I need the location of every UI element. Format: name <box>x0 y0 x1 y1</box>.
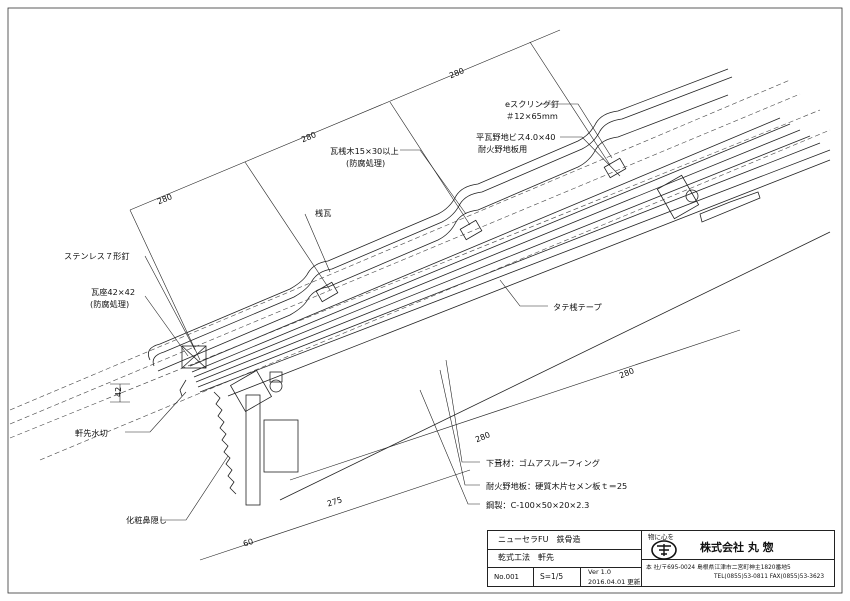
leader-flat-screw <box>560 136 621 177</box>
label-steel: 鋼製：C-100×50×20×2.3 <box>486 500 590 510</box>
c-steel-upper <box>656 174 700 220</box>
roof-assembly <box>9 29 831 561</box>
leader-underlayment <box>445 359 480 463</box>
label-e-nail-size: ＃12×65mm <box>506 111 558 121</box>
label-tile-seat-treatment: (防腐処理) <box>90 299 130 309</box>
label-batten-treatment: (防腐処理) <box>346 158 386 168</box>
leader-steel <box>419 389 480 505</box>
leader-fascia <box>160 455 229 521</box>
tile-profile-3 <box>157 94 729 372</box>
bolt-2 <box>685 189 699 203</box>
label-vertical-tape: タテ桟テープ <box>553 302 602 312</box>
label-batten: 瓦桟木15×30以上 <box>330 146 399 156</box>
eave-drip-flashing <box>179 379 187 397</box>
board-line-5 <box>197 142 821 388</box>
label-flat-screw: 平瓦野地ビス4.0×40 <box>476 132 556 142</box>
leader-batten <box>400 149 467 215</box>
dim-line-bottom <box>199 469 471 561</box>
leader-eave-drip <box>125 391 187 433</box>
board-line-4 <box>195 135 811 383</box>
fascia-profile <box>213 391 237 495</box>
dim-line-lower <box>289 329 741 481</box>
title-block: ニューセラFU 鉄骨造 乾式工法 軒先 No.001 S=1/5 Ver 1.0… <box>487 530 835 587</box>
batten-2 <box>459 219 483 241</box>
label-fireproof-use: 耐火野地板用 <box>478 144 528 154</box>
leader-e-nail <box>540 103 613 159</box>
leader-batten-tile <box>304 213 331 273</box>
tb-method: 乾式工法 軒先 <box>498 553 554 562</box>
batten-3 <box>603 157 627 179</box>
c-steel-lower <box>229 369 273 413</box>
leader-stainless-nail <box>144 255 196 351</box>
tb-address: 本 社/〒695-0024 島根県江津市二宮町神主1820番地5 <box>646 565 791 571</box>
tb-phone: TEL(0855)53-0811 FAX(0855)53-3623 <box>714 574 825 580</box>
tb-date: 2016.04.01 更新 <box>588 578 641 586</box>
company-logo-icon <box>651 540 677 560</box>
tile-seat-block <box>181 345 207 369</box>
tb-product: ニューセラFU 鉄骨造 <box>498 535 581 544</box>
tb-version: Ver 1.0 <box>588 568 612 576</box>
board-line-1 <box>189 117 781 367</box>
bolt-1 <box>269 379 283 393</box>
steel-bracket-right <box>699 191 761 223</box>
c-steel-box-1 <box>263 419 299 473</box>
label-fascia: 化粧鼻隠し <box>126 515 167 525</box>
leader-vertical-tape <box>499 279 548 307</box>
label-fireproof-board: 耐火野地板：硬質木片セメン板ｔ＝25 <box>486 481 628 491</box>
tb-number: No.001 <box>494 573 519 581</box>
purlin-bottom <box>279 231 831 501</box>
purlin-top <box>227 159 831 397</box>
label-eave-drip: 軒先水切 <box>75 428 108 438</box>
label-e-nail: eスクリング釘 <box>505 99 560 109</box>
board-line-2 <box>191 123 791 373</box>
c-steel-box-2 <box>245 394 261 506</box>
label-stainless-nail: ステンレス７形釘 <box>64 251 130 261</box>
leader-tile-seat <box>144 295 189 357</box>
tb-company: 株式会社 丸 惣 <box>700 541 774 554</box>
label-underlayment: 下葺材：ゴムアスルーフィング <box>486 458 600 468</box>
dim-42: 42 <box>114 386 123 397</box>
tile-profile-1 <box>147 68 729 361</box>
leader-board <box>439 369 480 486</box>
tb-motto: 物に心を <box>648 533 674 541</box>
label-batten-tile: 桟瓦 <box>315 208 332 218</box>
dim-line-top <box>129 29 561 211</box>
tile-profile-2 <box>152 76 733 367</box>
board-line-6 <box>199 149 831 393</box>
tb-scale: S=1/5 <box>540 572 564 581</box>
batten-1 <box>315 281 339 303</box>
sheet-border <box>7 7 843 594</box>
board-line-3 <box>193 129 801 378</box>
label-tile-seat: 瓦座42×42 <box>91 287 136 297</box>
